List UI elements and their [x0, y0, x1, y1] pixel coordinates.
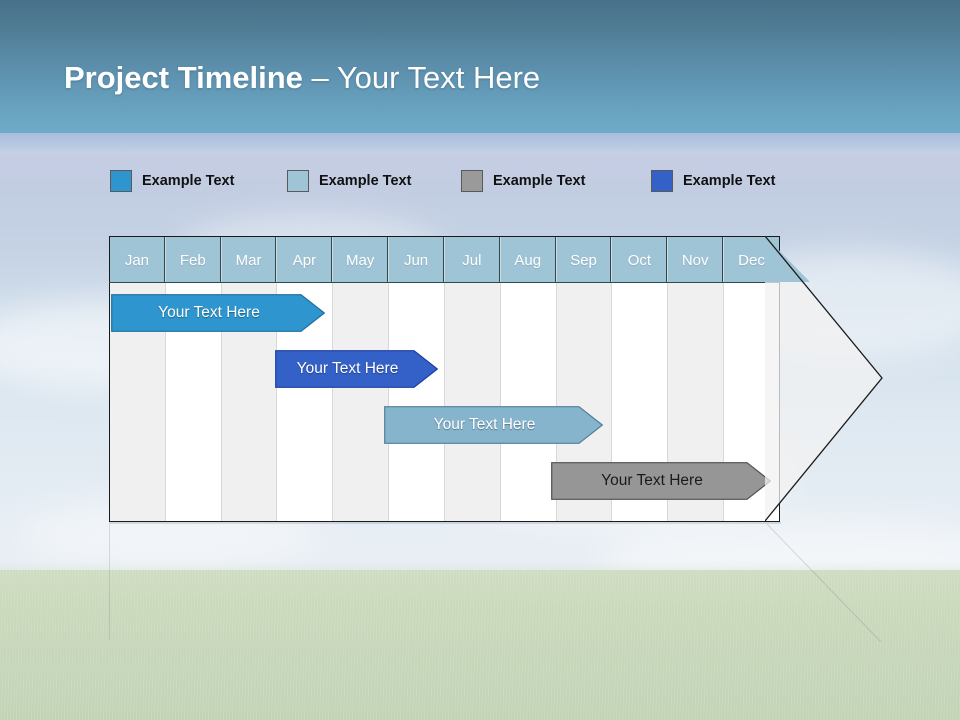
- bar-shape-3: [384, 406, 603, 444]
- timeline-bar-2[interactable]: Your Text Here: [275, 350, 438, 388]
- timeline-column-oct: Oct: [612, 237, 669, 521]
- title-banner: [0, 0, 960, 133]
- bar-shape-4: [551, 462, 771, 500]
- legend-label-4: Example Text: [683, 173, 776, 189]
- grass-field: [0, 570, 960, 720]
- month-header-feb[interactable]: Feb: [165, 237, 221, 283]
- legend-swatch-dark-blue: [651, 170, 673, 192]
- month-header-apr[interactable]: Apr: [277, 237, 333, 283]
- timeline-bar-3[interactable]: Your Text Here: [384, 406, 603, 444]
- title-strong: Project Timeline: [64, 60, 303, 95]
- timeline-bar-4[interactable]: Your Text Here: [551, 462, 771, 500]
- timeline-column-jan: Jan: [110, 237, 166, 521]
- legend-item-4[interactable]: Example Text: [651, 168, 775, 194]
- timeline-column-aug: Aug: [500, 237, 557, 521]
- legend-item-1[interactable]: Example Text: [110, 168, 234, 194]
- month-header-sep[interactable]: Sep: [556, 237, 612, 283]
- timeline-column-mar: Mar: [221, 237, 278, 521]
- legend-label-1: Example Text: [142, 173, 235, 189]
- timeline-column-feb: Feb: [165, 237, 222, 521]
- bar-shape-2: [275, 350, 438, 388]
- legend-label-3: Example Text: [493, 173, 586, 189]
- bar-shape-1: [111, 294, 325, 332]
- header-row-underline: [109, 282, 780, 283]
- legend-swatch-gray: [461, 170, 483, 192]
- month-header-mar[interactable]: Mar: [221, 237, 277, 283]
- timeline-column-jul: Jul: [444, 237, 501, 521]
- legend-swatch-blue: [110, 170, 132, 192]
- legend-item-2[interactable]: Example Text: [287, 168, 411, 194]
- month-header-jan[interactable]: Jan: [110, 237, 165, 283]
- legend-item-3[interactable]: Example Text: [461, 168, 585, 194]
- month-header-may[interactable]: May: [333, 237, 389, 283]
- timeline-column-jun: Jun: [389, 237, 445, 521]
- month-header-jun[interactable]: Jun: [389, 237, 444, 283]
- timeline-bar-1[interactable]: Your Text Here: [111, 294, 325, 332]
- title-banner-underline: [0, 133, 960, 153]
- legend-label-2: Example Text: [319, 173, 412, 189]
- legend-swatch-light-blue: [287, 170, 309, 192]
- month-header-nov[interactable]: Nov: [668, 237, 724, 283]
- title-separator: –: [302, 60, 337, 95]
- legend: Example Text Example Text Example Text Exam…: [0, 168, 960, 198]
- month-header-oct[interactable]: Oct: [612, 237, 668, 283]
- month-header-aug[interactable]: Aug: [500, 237, 556, 283]
- title-light: Your Text Here: [336, 60, 541, 95]
- month-header-jul[interactable]: Jul: [444, 237, 500, 283]
- timeline-arrowhead: [765, 236, 883, 522]
- page-title: Project Timeline – Your Text Here: [64, 58, 540, 98]
